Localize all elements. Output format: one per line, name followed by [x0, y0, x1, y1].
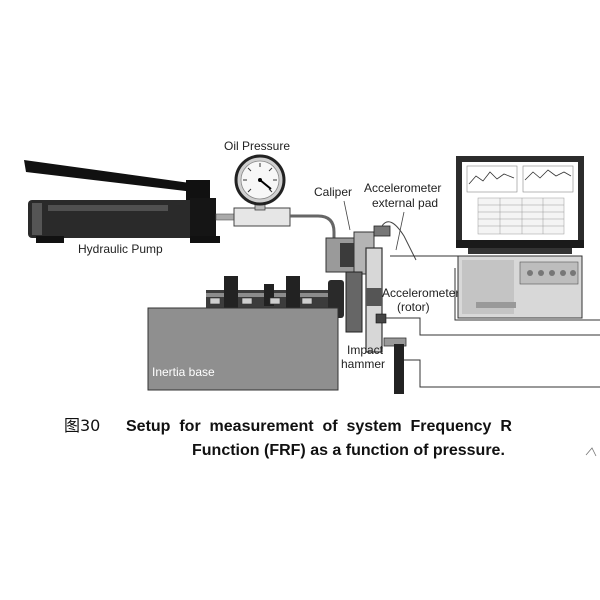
oil-pipe — [215, 213, 235, 221]
pressure-gauge — [233, 154, 291, 227]
hydraulic-hose — [290, 214, 336, 244]
edge-mark — [585, 447, 597, 457]
caption-line-1: Setup for measurement of system Frequenc… — [126, 418, 512, 435]
hydraulic-pump — [24, 160, 220, 243]
impact-hammer-label-2: hammer — [341, 357, 385, 371]
computer-monitor — [456, 156, 584, 254]
signal-cables — [386, 255, 600, 388]
accelerometer-rotor — [375, 313, 387, 324]
caption-line-2: Function (FRF) as a function of pressure… — [192, 442, 505, 459]
impact-hammer-label-1: Impact — [347, 343, 384, 357]
hydraulic-pump-label: Hydraulic Pump — [78, 242, 163, 256]
caliper-label: Caliper — [314, 185, 352, 199]
brake-rotor — [345, 247, 383, 353]
accelerometer-external-pad — [373, 225, 391, 237]
inertia-base — [147, 307, 339, 391]
accelerometer-rotor-label-1: Accelerometer — [382, 286, 459, 300]
inertia-base-label: Inertia base — [152, 365, 215, 379]
oil-pressure-label: Oil Pressure — [224, 139, 290, 153]
accel-pad-cable — [381, 221, 417, 261]
analyzer-unit — [457, 255, 583, 319]
impact-hammer — [383, 337, 407, 394]
accelerometer-rotor-label-2: (rotor) — [397, 300, 430, 314]
drive-shaft — [206, 276, 344, 318]
figure-number: 图30 — [64, 416, 100, 435]
accelerometer-external-label-2: external pad — [372, 196, 438, 210]
accelerometer-external-label-1: Accelerometer — [364, 181, 441, 195]
